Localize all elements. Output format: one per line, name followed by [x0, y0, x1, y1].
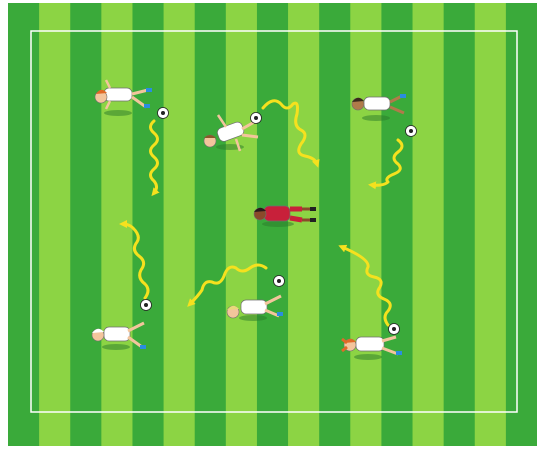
soccer-ball: [274, 276, 285, 287]
grass-stripe: [226, 3, 258, 446]
soccer-ball: [158, 108, 169, 119]
grass-stripe: [381, 3, 413, 446]
soccer-ball: [389, 324, 400, 335]
soccer-ball: [251, 113, 262, 124]
grass-stripe: [8, 3, 40, 446]
soccer-ball: [406, 126, 417, 137]
grass-stripe: [413, 3, 445, 446]
grass-stripe: [164, 3, 196, 446]
grass-stripe: [39, 3, 71, 446]
grass-stripe: [506, 3, 537, 446]
grass-stripe: [319, 3, 351, 446]
grass-stripe: [70, 3, 102, 446]
grass-stripe: [132, 3, 164, 446]
soccer-ball: [141, 300, 152, 311]
soccer-pitch: [8, 3, 537, 446]
grass-stripe: [350, 3, 382, 446]
grass-stripe: [475, 3, 507, 446]
grass-stripe: [195, 3, 227, 446]
grass-stripe: [444, 3, 476, 446]
